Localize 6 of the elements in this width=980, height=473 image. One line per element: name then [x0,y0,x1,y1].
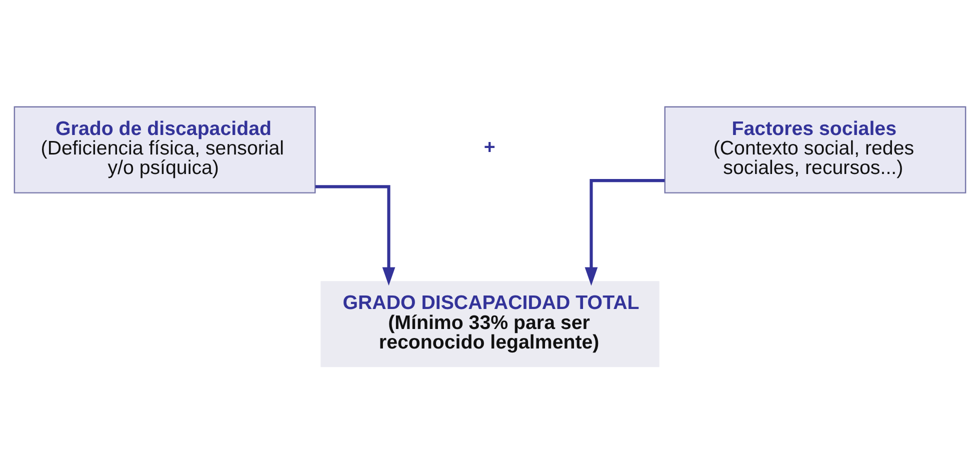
node-box: GRADO DISCAPACIDAD TOTAL (Mínimo 33% para ser reconocido legalmente) [320,280,660,367]
label: + [484,136,496,158]
node-box: Factores sociales (Contexto social, redes sociales, recursos...) [664,106,966,193]
node-box: Grado de discapacidad (Deficiencia física, sensorial y/o psíquica) [14,106,316,193]
arrow [584,178,665,286]
arrow [315,184,396,286]
